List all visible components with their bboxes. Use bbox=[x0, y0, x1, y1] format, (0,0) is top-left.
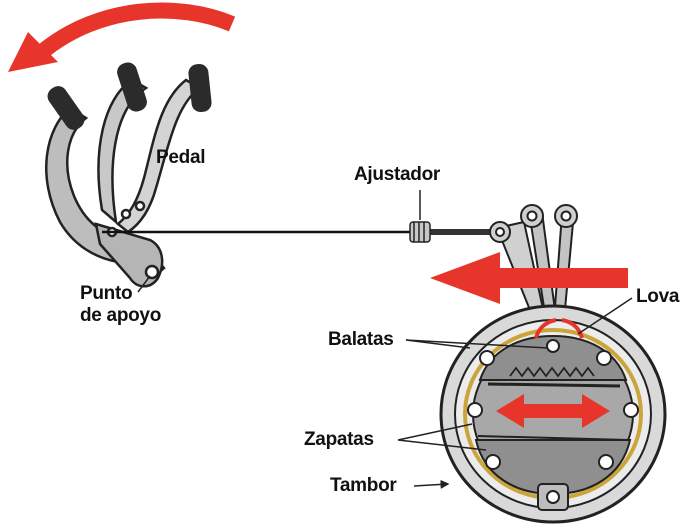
leader-lines bbox=[137, 275, 633, 489]
pedal-label: Pedal bbox=[156, 147, 206, 168]
lever-linkage bbox=[489, 204, 578, 322]
adjuster bbox=[409, 190, 431, 243]
pedal-motion-arrow bbox=[8, 2, 236, 72]
drum-label: Tambor bbox=[330, 475, 397, 496]
pivot-label-line2: de apoyo bbox=[80, 304, 162, 326]
pivot-label: Punto de apoyo bbox=[80, 283, 161, 327]
adjuster-label: Ajustador bbox=[354, 164, 440, 185]
shoes-label: Zapatas bbox=[304, 429, 374, 450]
linings-label: Balatas bbox=[328, 329, 394, 350]
pull-arrow bbox=[430, 252, 628, 304]
pivot-label-line1: Punto bbox=[80, 283, 133, 304]
lever-arrows bbox=[534, 318, 584, 339]
expansion-arrow bbox=[496, 394, 610, 428]
pedal-pads bbox=[47, 62, 212, 130]
pedal-assembly bbox=[45, 78, 203, 288]
lever-label: Lova bbox=[636, 286, 680, 307]
